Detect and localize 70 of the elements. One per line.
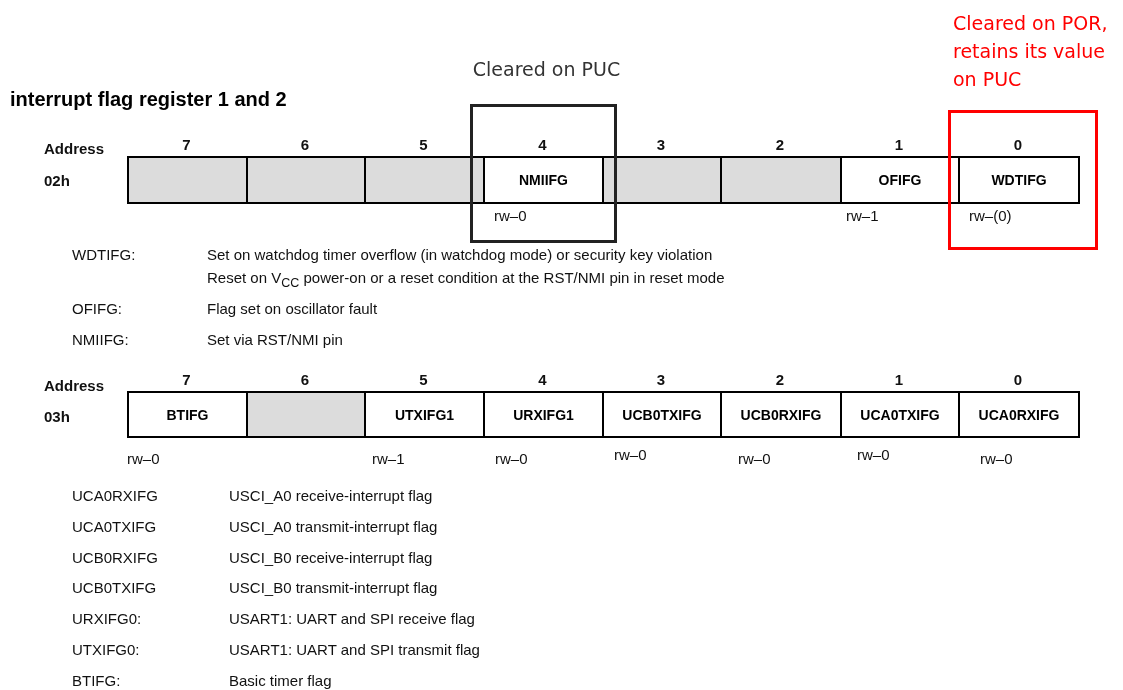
bit-number: 6: [299, 371, 311, 388]
bit-number: 6: [299, 136, 311, 153]
bit-number: 4: [537, 371, 548, 388]
bit-field: UCA0TXIFG: [840, 391, 960, 438]
field-description: USCI_A0 transmit-interrupt flag: [229, 517, 438, 535]
address-label: Address: [44, 377, 105, 394]
bit-number: 0: [1012, 136, 1024, 153]
field-name: OFIFG:: [72, 300, 122, 317]
field-name: UCB0TXIFG: [72, 579, 157, 597]
field-description: Set via RST/NMI pin: [207, 331, 343, 348]
field-description: Flag set on oscillator fault: [207, 300, 378, 317]
field-description: Set on watchdog timer overflow (in watchdog mode) or security key violation: [207, 246, 713, 263]
access-type: rw–0: [127, 450, 160, 467]
access-type: rw–0: [494, 207, 527, 224]
access-type: rw–0: [614, 446, 647, 463]
field-name: UCA0RXIFG: [72, 487, 158, 504]
bit-field: BTIFG: [127, 391, 248, 438]
bit-field: OFIFG: [840, 156, 960, 204]
reserved-bit-field: [246, 391, 366, 438]
bit-field: UCA0RXIFG: [958, 391, 1080, 438]
access-type: rw–0: [857, 446, 890, 463]
address-value: 02h: [44, 172, 70, 189]
access-type: rw–0: [738, 450, 771, 467]
access-type: rw–(0): [969, 207, 1012, 224]
bit-number: 1: [893, 371, 905, 388]
diagram-title: interrupt flag register 1 and 2: [10, 88, 287, 111]
access-type: rw–0: [980, 450, 1013, 467]
access-type: rw–1: [372, 450, 405, 467]
field-name: UCB0RXIFG: [72, 548, 158, 566]
bit-number: 4: [537, 136, 548, 153]
reserved-bit-field: [127, 156, 248, 204]
bit-field: WDTIFG: [958, 156, 1080, 204]
access-type: rw–0: [495, 450, 528, 467]
bit-number: 1: [893, 136, 905, 153]
bit-number: 5: [418, 136, 429, 153]
field-name: URXIFG0:: [72, 610, 142, 628]
field-description: Reset on V$_{CC}$ power-on or a reset condition at the RST/NMI pin in reset mode: [207, 269, 725, 290]
bit-field: UCB0RXIFG: [720, 391, 842, 438]
bit-number: 3: [655, 371, 667, 388]
bit-field: URXIFG1: [483, 391, 604, 438]
bit-field: UTXIFG1: [364, 391, 485, 438]
field-description: USCI_B0 transmit-interrupt flag: [229, 579, 438, 597]
address-label: Address: [44, 140, 105, 157]
reserved-bit-field: [602, 156, 722, 204]
bit-number: 0: [1012, 371, 1024, 388]
field-name: WDTIFG:: [72, 246, 136, 263]
reserved-bit-field: [246, 156, 366, 204]
field-name: NMIIFG:: [72, 331, 129, 348]
frame-heading: Cleared on POR, retains its value on PUC: [953, 11, 1109, 92]
frame-heading: Cleared on PUC: [471, 57, 622, 82]
reserved-bit-field: [720, 156, 842, 204]
field-description: Basic timer flag: [229, 671, 332, 689]
field-description: USART1: UART and SPI receive flag: [229, 610, 475, 628]
address-value: 03h: [44, 408, 70, 425]
bit-number: 7: [181, 136, 192, 153]
bit-field: NMIIFG: [483, 156, 604, 204]
bit-number: 7: [181, 371, 192, 388]
bit-field: UCB0TXIFG: [602, 391, 722, 438]
bit-number: 3: [655, 136, 667, 153]
field-description: USCI_B0 receive-interrupt flag: [229, 548, 433, 566]
field-name: BTIFG:: [72, 671, 121, 689]
bit-number: 5: [418, 371, 429, 388]
field-name: UCA0TXIFG: [72, 517, 157, 535]
field-description: USART1: UART and SPI transmit flag: [229, 641, 480, 658]
reserved-bit-field: [364, 156, 485, 204]
bit-number: 2: [774, 371, 786, 388]
bit-number: 2: [774, 136, 786, 153]
access-type: rw–1: [846, 207, 879, 224]
field-description: USCI_A0 receive-interrupt flag: [229, 487, 433, 504]
field-name: UTXIFG0:: [72, 641, 140, 658]
